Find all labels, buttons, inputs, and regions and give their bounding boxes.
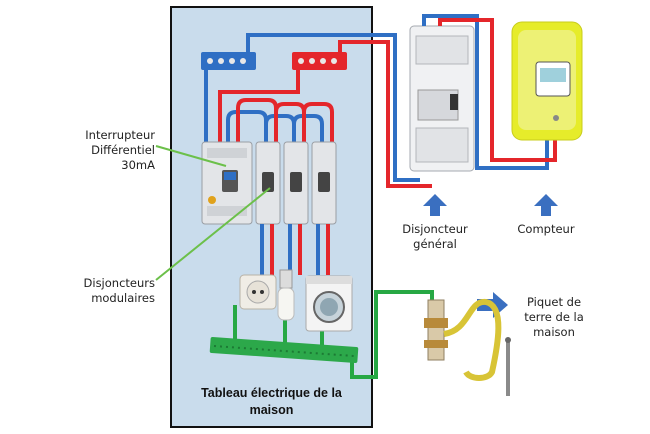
label-disjoncteur-general: Disjoncteur général — [395, 222, 475, 252]
label-line: 30mA — [121, 158, 155, 172]
disjoncteurs-modulaires — [255, 141, 337, 225]
label-disjoncteurs-modulaires: Disjoncteurs modulaires — [60, 276, 155, 306]
label-line: Compteur — [517, 222, 575, 236]
tableau-title: Tableau électrique de la maison — [178, 385, 365, 419]
up-arrow-icon — [423, 194, 447, 216]
breaker-meter-wires — [422, 14, 557, 170]
pointer-lines — [155, 145, 271, 281]
label-line: Disjoncteurs — [83, 276, 155, 290]
circuit-wires — [260, 224, 330, 275]
washing-machine-icon — [305, 275, 353, 332]
neutral-terminal-bar — [201, 52, 256, 70]
lamp-icon — [277, 269, 295, 321]
label-line: maison — [533, 325, 575, 339]
supply-phase-wire — [218, 40, 432, 188]
label-line: Différentiel — [91, 143, 155, 157]
earth-terminal-bar — [209, 336, 359, 364]
label-line: Interrupteur — [85, 128, 155, 142]
socket-icon — [239, 274, 277, 310]
title-line: Tableau électrique de la — [201, 386, 342, 400]
disjoncteur-general — [409, 25, 475, 172]
label-interrupteur-differentiel: Interrupteur Différentiel 30mA — [60, 128, 155, 173]
supply-neutral-wire — [204, 33, 420, 182]
title-line: maison — [249, 403, 294, 417]
label-line: terre de la — [524, 310, 584, 324]
phase-terminal-bar — [292, 52, 347, 70]
ground-rod-icon — [424, 299, 511, 396]
compteur-meter — [511, 21, 583, 141]
label-piquet-de-terre: Piquet de terre de la maison — [512, 295, 596, 340]
earth-wires — [233, 290, 434, 379]
internal-wiring — [226, 98, 334, 142]
interrupteur-differentiel — [201, 141, 253, 225]
label-line: modulaires — [91, 291, 155, 305]
label-line: Disjoncteur — [402, 222, 468, 236]
label-compteur: Compteur — [510, 222, 582, 237]
up-arrow-icon — [534, 194, 558, 216]
label-line: général — [413, 237, 457, 251]
label-line: Piquet de — [526, 295, 582, 309]
